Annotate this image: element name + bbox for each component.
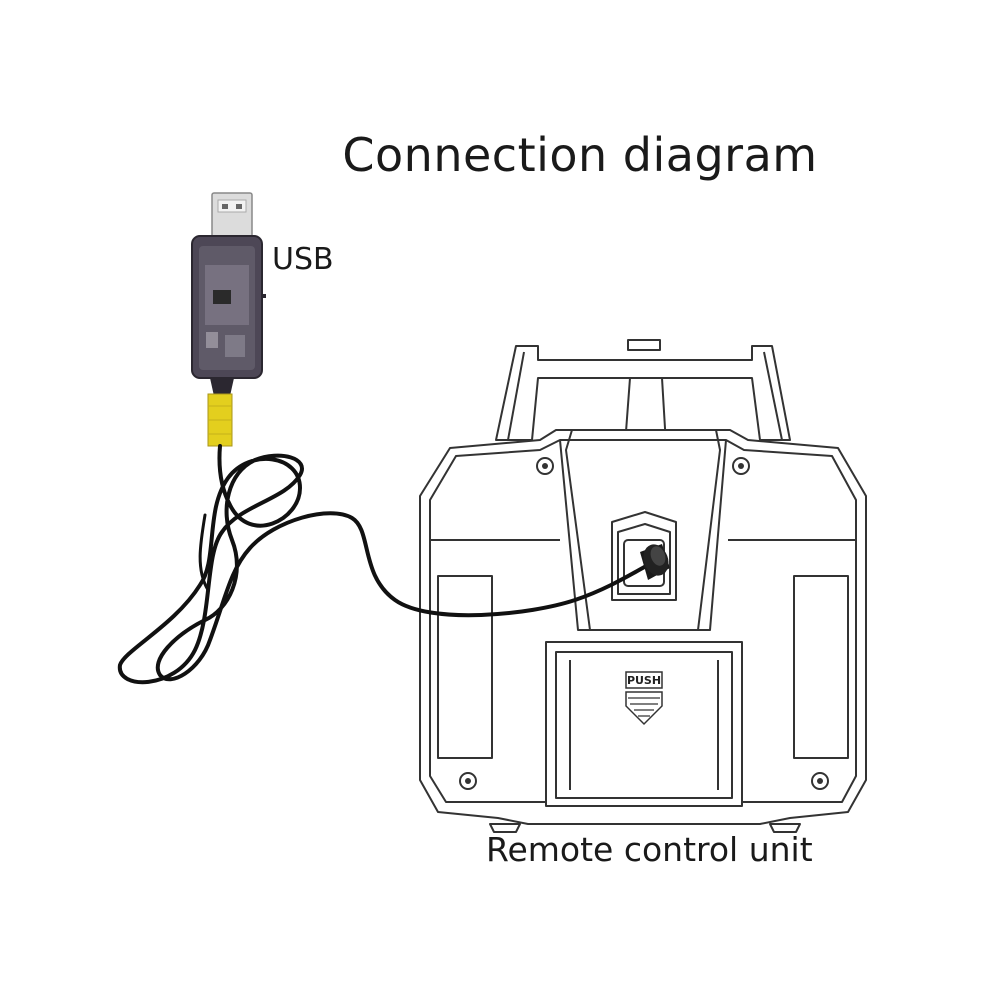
usb-label: USB	[272, 242, 334, 277]
diagram-title: Connection diagram	[342, 128, 818, 182]
remote-control-unit	[419, 339, 867, 833]
push-text: PUSH	[627, 674, 661, 687]
usb-cable	[117, 444, 650, 685]
trainer-plug	[640, 544, 670, 580]
push-marker: PUSH	[625, 671, 663, 726]
remote-control-label: Remote control unit	[486, 830, 813, 869]
usb-dongle	[191, 192, 266, 447]
